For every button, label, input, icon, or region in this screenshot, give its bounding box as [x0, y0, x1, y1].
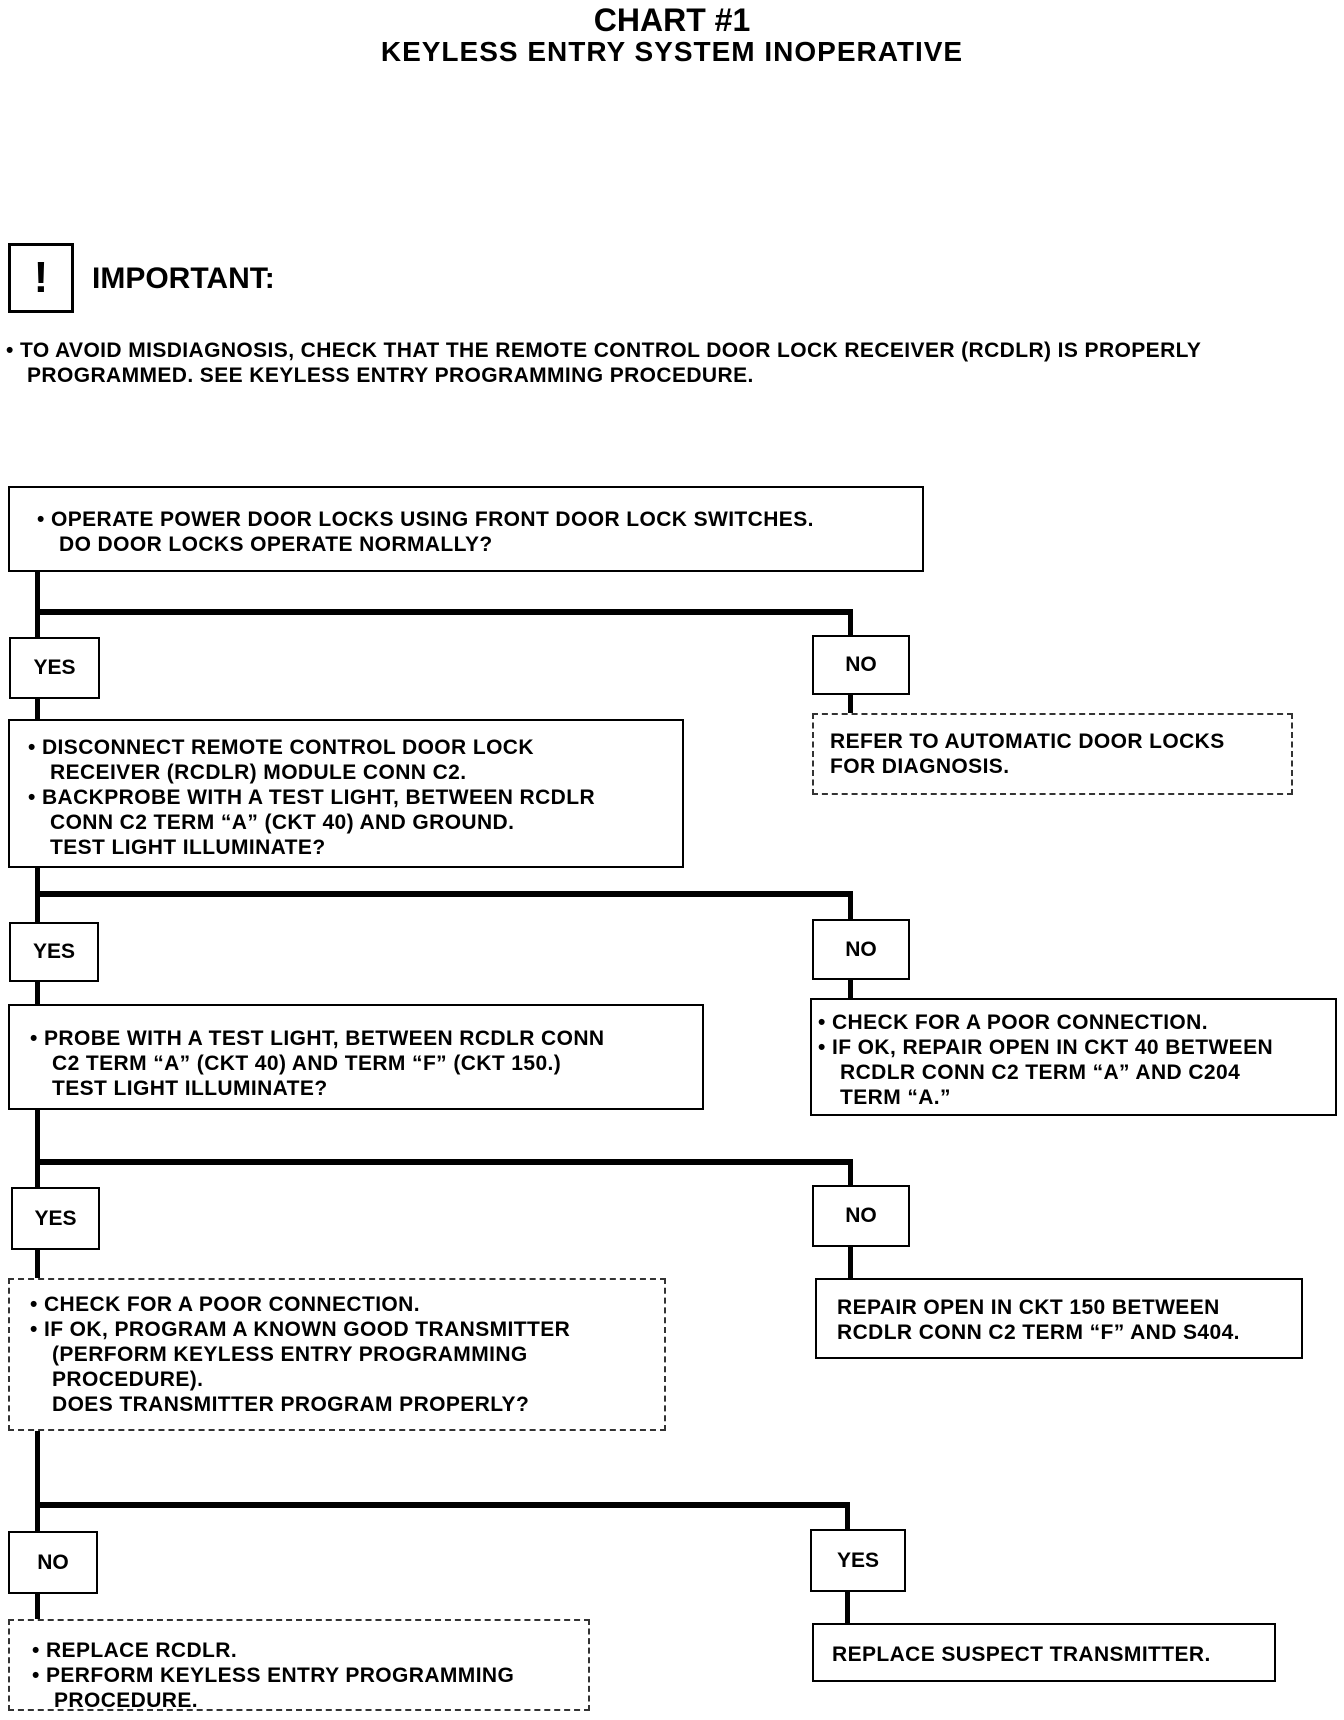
step3-box: • PROBE WITH A TEST LIGHT, BETWEEN RCDLR…: [8, 1004, 704, 1110]
step1-box: • OPERATE POWER DOOR LOCKS USING FRONT D…: [8, 486, 924, 572]
step1-no-result: REFER TO AUTOMATIC DOOR LOCKS FOR DIAGNO…: [812, 713, 1293, 795]
chart-subtitle: KEYLESS ENTRY SYSTEM INOPERATIVE: [380, 36, 964, 67]
connector-s2-no-down: [848, 978, 853, 998]
connector-s3-left-down: [35, 1108, 40, 1187]
step2-box: • DISCONNECT REMOTE CONTROL DOOR LOCK RE…: [8, 719, 684, 868]
step3-no-result: REPAIR OPEN IN CKT 150 BETWEEN RCDLR CON…: [815, 1278, 1303, 1359]
step1-line1: • OPERATE POWER DOOR LOCKS USING FRONT D…: [37, 508, 814, 531]
connector-s2-right-down: [848, 891, 853, 919]
connector-s3-yes-down: [35, 1248, 40, 1278]
step2-no-result-bullet2-line3: TERM “A.”: [840, 1086, 951, 1109]
step3-yes-label: YES: [11, 1187, 100, 1250]
step1-no-result-line2: FOR DIAGNOSIS.: [830, 755, 1010, 778]
step2-bullet2-line2: CONN C2 TERM “A” (CKT 40) AND GROUND.: [50, 811, 515, 834]
important-note-line2: PROGRAMMED. SEE KEYLESS ENTRY PROGRAMMIN…: [27, 364, 754, 387]
step4-no-result-bullet2-line2: PROCEDURE.: [54, 1689, 199, 1712]
step4-no-result: • REPLACE RCDLR. • PERFORM KEYLESS ENTRY…: [8, 1619, 590, 1712]
step2-bullet2-line1: • BACKPROBE WITH A TEST LIGHT, BETWEEN R…: [28, 786, 596, 809]
step1-no-label: NO: [812, 635, 910, 695]
step1-line2: DO DOOR LOCKS OPERATE NORMALLY?: [59, 533, 493, 556]
step4-yes-result: REPLACE SUSPECT TRANSMITTER.: [812, 1623, 1276, 1682]
step4-yes-result-text: REPLACE SUSPECT TRANSMITTER.: [832, 1643, 1211, 1666]
connector-s4-yes-down: [845, 1590, 850, 1623]
connector-s4-branch: [35, 1502, 850, 1508]
connector-s2-yes-down: [35, 980, 40, 1004]
step1-no-result-line1: REFER TO AUTOMATIC DOOR LOCKS: [830, 730, 1225, 753]
step4-yes-label: YES: [810, 1529, 906, 1592]
step3-no-label: NO: [812, 1185, 910, 1247]
connector-s1-yes-down: [35, 697, 40, 719]
connector-s1-right-down: [848, 609, 853, 635]
step4-box: • CHECK FOR A POOR CONNECTION. • IF OK, …: [8, 1278, 666, 1431]
connector-s4-left-down: [35, 1430, 40, 1531]
connector-s1-no-down: [848, 693, 853, 713]
step4-bullet2-line3: PROCEDURE).: [52, 1368, 204, 1391]
step3-line1: • PROBE WITH A TEST LIGHT, BETWEEN RCDLR…: [30, 1027, 605, 1050]
step4-no-label: NO: [8, 1531, 98, 1594]
connector-s4-no-down: [35, 1592, 40, 1619]
step3-no-result-line2: RCDLR CONN C2 TERM “F” AND S404.: [837, 1321, 1240, 1344]
step2-no-result: • CHECK FOR A POOR CONNECTION. • IF OK, …: [810, 998, 1337, 1116]
step4-no-result-bullet2-line1: • PERFORM KEYLESS ENTRY PROGRAMMING: [32, 1664, 515, 1687]
step2-no-label: NO: [812, 919, 910, 980]
important-label: IMPORTANT:: [92, 262, 275, 295]
step2-bullet2-line3: TEST LIGHT ILLUMINATE?: [50, 836, 326, 859]
step1-yes-label: YES: [9, 637, 100, 699]
connector-s1-left-down: [35, 570, 40, 637]
step2-no-result-bullet2-line2: RCDLR CONN C2 TERM “A” AND C204: [840, 1061, 1241, 1084]
step3-line3: TEST LIGHT ILLUMINATE?: [52, 1077, 328, 1100]
step4-bullet1: • CHECK FOR A POOR CONNECTION.: [30, 1293, 420, 1316]
step4-bullet2-line2: (PERFORM KEYLESS ENTRY PROGRAMMING: [52, 1343, 528, 1366]
connector-s2-branch: [35, 891, 853, 897]
connector-s3-right-down: [848, 1159, 853, 1185]
step4-bullet2-line1: • IF OK, PROGRAM A KNOWN GOOD TRANSMITTE…: [30, 1318, 571, 1341]
connector-s3-no-down: [848, 1245, 853, 1278]
connector-s3-branch: [35, 1159, 853, 1165]
step3-line2: C2 TERM “A” (CKT 40) AND TERM “F” (CKT 1…: [52, 1052, 562, 1075]
important-note: • TO AVOID MISDIAGNOSIS, CHECK THAT THE …: [6, 338, 1336, 388]
step4-bullet2-line4: DOES TRANSMITTER PROGRAM PROPERLY?: [52, 1393, 530, 1416]
connector-s1-branch: [35, 609, 853, 615]
step4-no-result-bullet1: • REPLACE RCDLR.: [32, 1639, 238, 1662]
step2-yes-label: YES: [9, 922, 99, 982]
step3-no-result-line1: REPAIR OPEN IN CKT 150 BETWEEN: [837, 1296, 1220, 1319]
step2-no-result-bullet2-line1: • IF OK, REPAIR OPEN IN CKT 40 BETWEEN: [818, 1036, 1274, 1059]
chart-title: CHART #1: [593, 2, 751, 38]
connector-s4-right-down: [845, 1502, 850, 1529]
important-note-line1: • TO AVOID MISDIAGNOSIS, CHECK THAT THE …: [6, 339, 1202, 362]
step2-bullet1-line1: • DISCONNECT REMOTE CONTROL DOOR LOCK: [28, 736, 534, 759]
exclamation-icon: !: [8, 243, 74, 313]
step2-bullet1-line2: RECEIVER (RCDLR) MODULE CONN C2.: [50, 761, 467, 784]
step2-no-result-bullet1: • CHECK FOR A POOR CONNECTION.: [818, 1011, 1208, 1034]
